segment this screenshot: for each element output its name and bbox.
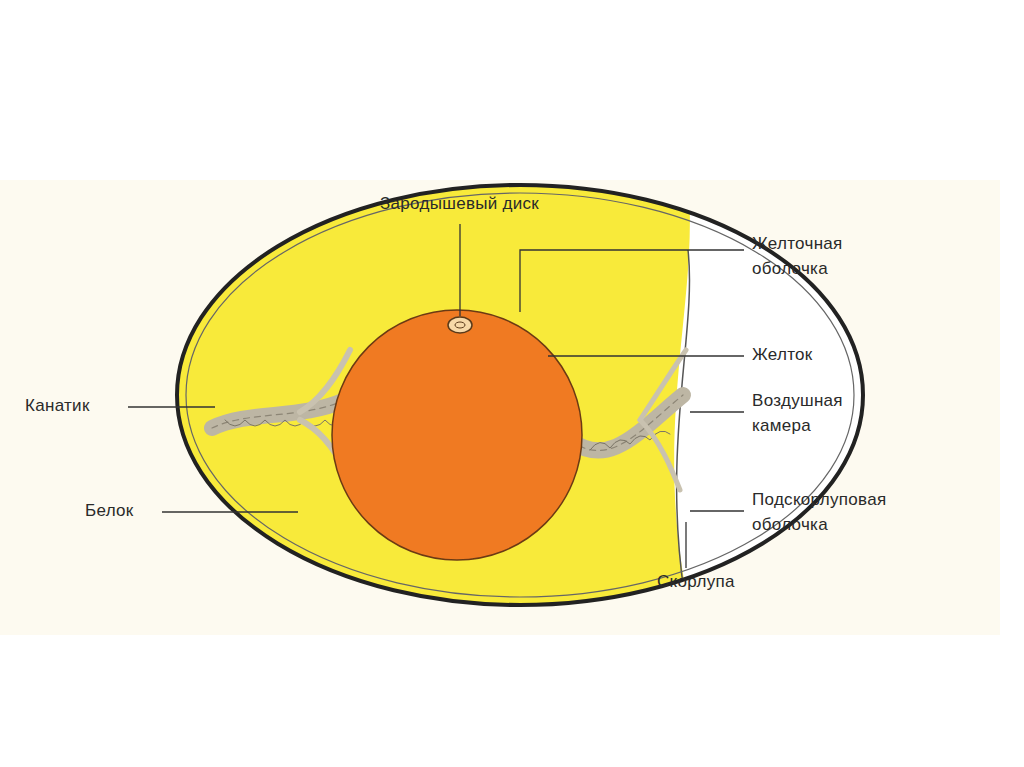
vitelline-membrane-label: Желточная оболочка bbox=[752, 232, 902, 281]
shell-label: Скорлупа bbox=[657, 570, 735, 595]
shell-membrane-label: Подскорлуповая оболочка bbox=[752, 488, 927, 537]
leader-lines bbox=[128, 224, 744, 568]
albumen-label: Белок bbox=[85, 499, 134, 524]
yolk bbox=[332, 310, 582, 560]
inner-membrane bbox=[677, 250, 690, 592]
germinal-disc bbox=[448, 317, 472, 333]
germinal-disc-core bbox=[455, 322, 465, 328]
yolk-label: Желток bbox=[752, 343, 813, 368]
scan-panel bbox=[0, 180, 1000, 635]
air-chamber-label: Воздушная камера bbox=[752, 389, 872, 438]
germinal-disc-label: Зародышевый диск bbox=[380, 192, 539, 217]
chalaza-label: Канатик bbox=[25, 394, 90, 419]
